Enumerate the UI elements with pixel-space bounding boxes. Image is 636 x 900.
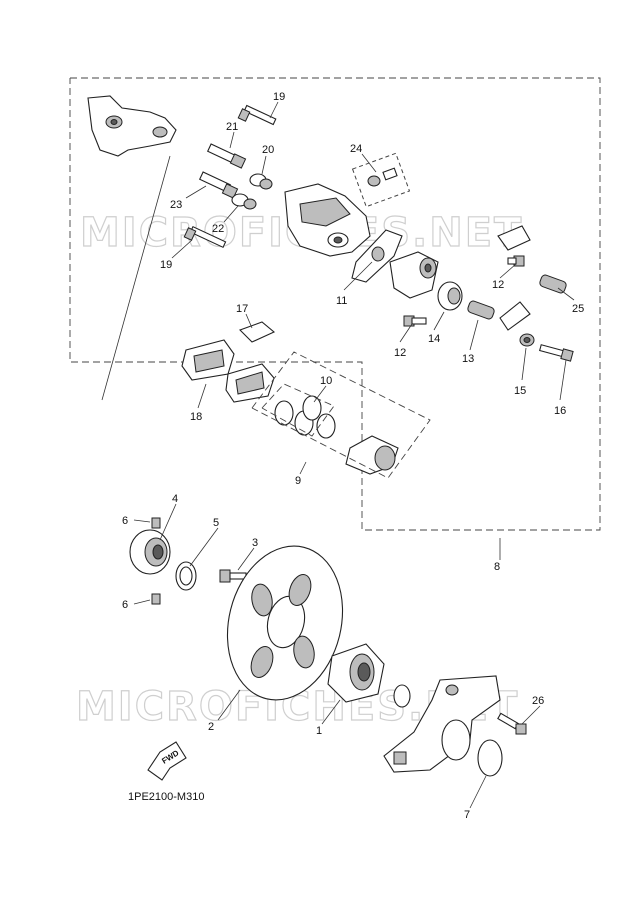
pin-23	[198, 171, 239, 199]
fwd-arrow: FWD	[147, 741, 187, 781]
piston-kit-boundary	[251, 351, 431, 479]
bolt-12-lower	[403, 315, 427, 327]
damper-25	[539, 274, 567, 294]
callout-6-upper: 6	[122, 515, 128, 527]
nut-15	[519, 333, 535, 347]
callout-1: 1	[316, 725, 322, 737]
bolt-19-upper	[237, 104, 277, 126]
hub-o-ring	[393, 684, 411, 708]
caliper-assembly-boundary	[69, 77, 601, 531]
caliper-bracket	[87, 95, 177, 157]
callout-23: 23	[170, 199, 182, 211]
callout-22: 22	[212, 223, 224, 235]
hub-nut	[129, 529, 171, 575]
leader-lines	[133, 101, 575, 809]
collar	[437, 281, 463, 311]
callout-17: 17	[236, 303, 248, 315]
callout-15: 15	[514, 385, 526, 397]
bolt-19-lower	[183, 225, 227, 249]
pin-21	[206, 143, 247, 169]
caliper-body	[284, 183, 371, 257]
bolt-16	[538, 344, 574, 362]
diagram-code: 1PE2100-M310	[128, 791, 204, 803]
callout-25: 25	[572, 303, 584, 315]
caliper-support	[383, 675, 501, 773]
o-ring	[477, 739, 503, 777]
boot-22	[231, 193, 257, 210]
wheel-hub	[327, 643, 385, 703]
oil-seal	[175, 561, 197, 591]
piston	[345, 435, 399, 475]
bracket-bolt	[497, 712, 527, 735]
callout-16: 16	[554, 405, 566, 417]
callout-3: 3	[252, 537, 258, 549]
callout-12-upper: 12	[492, 279, 504, 291]
callout-13: 13	[462, 353, 474, 365]
callout-6-lower: 6	[122, 599, 128, 611]
callout-19-lower: 19	[160, 259, 172, 271]
brake-disc	[226, 545, 344, 701]
grease-nipple-lower	[151, 593, 161, 605]
callout-24: 24	[350, 143, 362, 155]
callout-21: 21	[226, 121, 238, 133]
callout-2: 2	[208, 721, 214, 733]
callout-10: 10	[320, 375, 332, 387]
boot-20	[249, 173, 273, 190]
callout-4: 4	[172, 493, 178, 505]
callout-7: 7	[464, 809, 470, 821]
callout-9: 9	[295, 475, 301, 487]
seal-kit-boundary	[261, 383, 335, 437]
assembly-leader-lines	[101, 155, 171, 401]
callout-12-lower: 12	[394, 347, 406, 359]
callout-20: 20	[262, 144, 274, 156]
spring	[467, 300, 495, 320]
bolt-12-upper	[507, 255, 525, 267]
seal-kit	[274, 395, 336, 439]
bracket-plate	[497, 225, 531, 331]
bleed-screw	[351, 152, 411, 208]
hose-joint	[389, 251, 439, 299]
brake-pad-kit	[181, 339, 275, 403]
callout-5: 5	[213, 517, 219, 529]
callout-labels: 19 21 20 24 23 22 19 12 11 17 25 14 12 1…	[122, 91, 584, 821]
callout-18: 18	[190, 411, 202, 423]
callout-19-upper: 19	[273, 91, 285, 103]
callout-14: 14	[428, 333, 440, 345]
callout-26: 26	[532, 695, 544, 707]
callout-8: 8	[494, 561, 500, 573]
grease-nipple-upper	[151, 517, 161, 529]
pad-spring	[239, 321, 276, 343]
callout-11: 11	[336, 295, 347, 307]
